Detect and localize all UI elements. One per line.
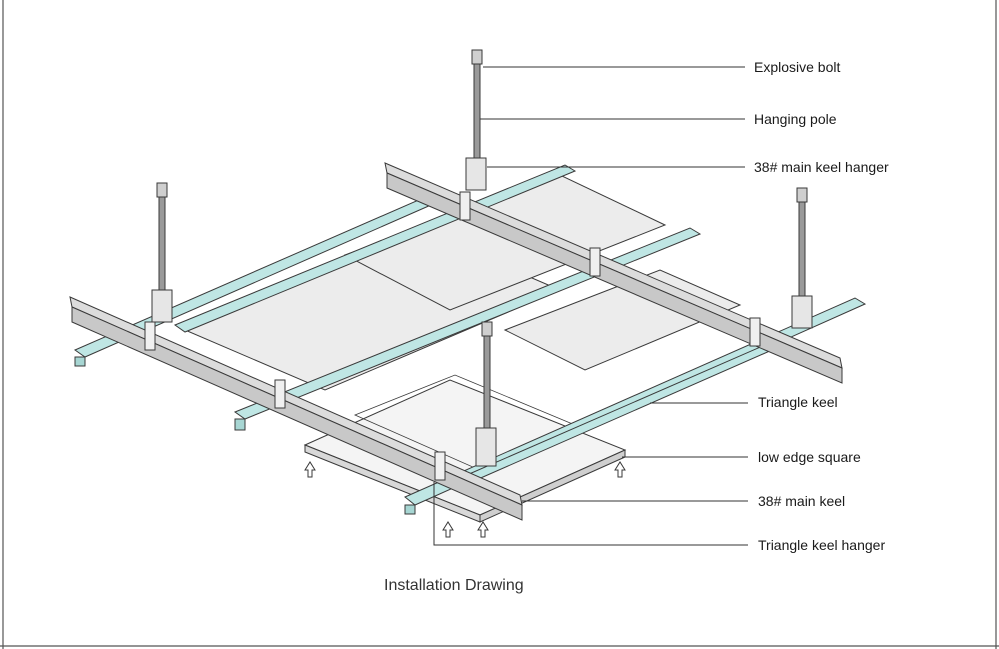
keel-clips bbox=[144, 191, 761, 481]
triangle-keel-hanger bbox=[144, 321, 156, 351]
arrow-up-icon bbox=[442, 521, 454, 538]
push-up-arrows bbox=[304, 461, 626, 538]
explosive-bolt bbox=[796, 187, 808, 203]
main-keel bbox=[386, 172, 843, 384]
explosive-bolt bbox=[471, 49, 483, 65]
label-triangle-keel-hanger: Triangle keel hanger bbox=[758, 537, 885, 553]
triangle-keel-hanger bbox=[434, 451, 446, 481]
triangle-keel bbox=[233, 227, 702, 420]
label-low-edge-square: low edge square bbox=[758, 449, 861, 465]
triangle-keel bbox=[404, 504, 416, 515]
triangle-keel-hanger bbox=[274, 379, 286, 409]
hanging-pole bbox=[798, 201, 806, 303]
main-keel-hanger bbox=[791, 295, 813, 329]
hanging-pole bbox=[483, 335, 491, 437]
diagram-caption: Installation Drawing bbox=[384, 577, 524, 594]
leader-lines bbox=[433, 66, 748, 546]
main-keel bbox=[71, 306, 523, 521]
explosive-bolt bbox=[156, 182, 168, 198]
triangle-keel-hanger bbox=[589, 247, 601, 277]
hanging-pole bbox=[473, 63, 481, 170]
main-keel-hanger bbox=[151, 289, 173, 323]
triangle-keel-hanger bbox=[459, 191, 471, 221]
hanging-assembly bbox=[791, 187, 813, 329]
label-main-keel: 38# main keel bbox=[758, 493, 845, 509]
arrow-up-icon bbox=[614, 461, 626, 478]
label-main-keel-hanger: 38# main keel hanger bbox=[754, 159, 889, 175]
triangle-keel bbox=[74, 356, 86, 367]
explosive-bolt bbox=[481, 321, 493, 337]
triangle-keel-hanger bbox=[749, 317, 761, 347]
label-explosive-bolt: Explosive bolt bbox=[754, 59, 840, 75]
hanging-assembly bbox=[465, 49, 487, 191]
triangle-keel bbox=[234, 418, 246, 431]
main-keel-hanger bbox=[475, 427, 497, 467]
hanging-assemblies bbox=[151, 49, 813, 467]
main-keel-hanger bbox=[465, 157, 487, 191]
part-labels: Explosive bolt Hanging pole 38# main kee… bbox=[754, 59, 889, 553]
hanging-pole bbox=[158, 196, 166, 298]
arrow-up-icon bbox=[477, 521, 489, 538]
arrow-up-icon bbox=[304, 461, 316, 478]
label-hanging-pole: Hanging pole bbox=[754, 111, 837, 127]
hanging-assembly bbox=[475, 321, 497, 467]
label-triangle-keel: Triangle keel bbox=[758, 394, 838, 410]
hanging-assembly bbox=[151, 182, 173, 323]
main-keels bbox=[69, 162, 843, 521]
leader-line bbox=[433, 482, 748, 546]
